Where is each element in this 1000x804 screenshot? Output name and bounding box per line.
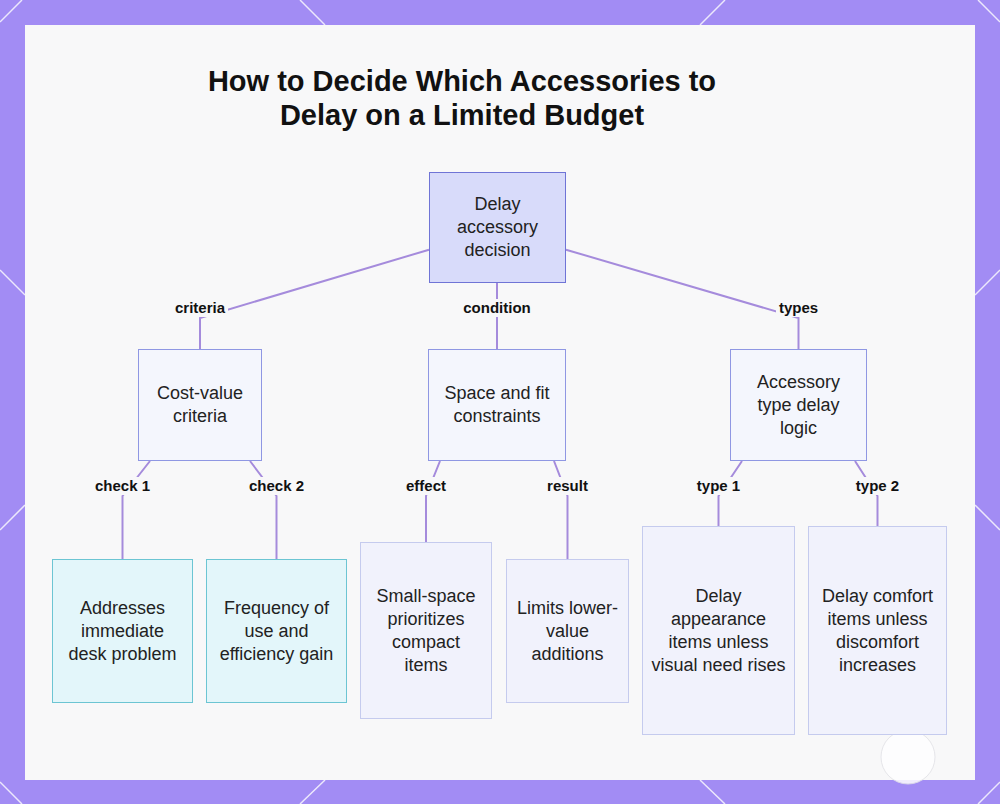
node-label: Delay appearance items unless visual nee… xyxy=(651,585,786,677)
outcome-box: Limits lower-value additions xyxy=(506,559,629,703)
node-text-group: Delay appearance items unless visual nee… xyxy=(651,585,786,677)
edge-label: result xyxy=(544,477,591,495)
node-text-group: Limits lower-value additions xyxy=(515,597,620,666)
connector xyxy=(250,461,277,559)
node-text-group: Cost-value criteria xyxy=(147,382,253,428)
outcome-box: Small-space prioritizes compact items xyxy=(360,542,492,719)
category-box: Space and fit constraints xyxy=(428,349,566,461)
logo-badge xyxy=(881,730,935,784)
edge-label: condition xyxy=(460,299,534,317)
connector-line xyxy=(426,461,440,542)
node-label: Delay comfort items unless discomfort in… xyxy=(817,585,938,677)
criterion-box: Addresses immediate desk problem xyxy=(52,559,193,703)
edge-label: type 2 xyxy=(853,477,902,495)
connector-line xyxy=(554,461,568,559)
node-text-group: Space and fit constraints xyxy=(437,382,557,428)
connector-line xyxy=(200,250,429,349)
node-text-group: Small-space prioritizes compact items xyxy=(369,585,483,677)
category-box: Cost-value criteria xyxy=(138,349,262,461)
node-label: Frequency of use and efficiency gain xyxy=(215,597,338,666)
outcome-box: Delay appearance items unless visual nee… xyxy=(642,526,795,735)
connector-line xyxy=(566,250,799,349)
connector xyxy=(426,461,440,542)
connector xyxy=(123,461,151,559)
node-label: Limits lower-value additions xyxy=(515,597,620,666)
connector-line xyxy=(250,461,277,559)
connector-line xyxy=(123,461,151,559)
node-text-group: Addresses immediate desk problem xyxy=(61,597,184,666)
node-label: Accessory type delay logic xyxy=(739,371,858,440)
criterion-box: Frequency of use and efficiency gain xyxy=(206,559,347,703)
node-label: Cost-value criteria xyxy=(147,382,253,428)
node-label: Delay accessory decision xyxy=(438,193,557,262)
root-box: Delay accessory decision xyxy=(429,172,566,283)
node-label: Addresses immediate desk problem xyxy=(61,597,184,666)
connector xyxy=(554,461,568,559)
connector xyxy=(200,250,429,349)
edge-label: check 2 xyxy=(246,477,307,495)
diagram-title: How to Decide Which Accessories to Delay… xyxy=(172,64,752,132)
edge-label: types xyxy=(776,299,821,317)
node-text-group: Frequency of use and efficiency gain xyxy=(215,597,338,666)
category-box: Accessory type delay logic xyxy=(730,349,867,461)
outcome-box: Delay comfort items unless discomfort in… xyxy=(808,526,947,735)
edge-label: criteria xyxy=(172,299,228,317)
node-label: Space and fit constraints xyxy=(437,382,557,428)
edge-label: check 1 xyxy=(92,477,153,495)
edge-label: type 1 xyxy=(694,477,743,495)
node-text-group: Accessory type delay logic xyxy=(739,371,858,440)
node-text-group: Delay accessory decision xyxy=(438,193,557,262)
node-label: Small-space prioritizes compact items xyxy=(369,585,483,677)
edge-label: effect xyxy=(403,477,449,495)
node-text-group: Delay comfort items unless discomfort in… xyxy=(817,585,938,677)
connector xyxy=(566,250,799,349)
